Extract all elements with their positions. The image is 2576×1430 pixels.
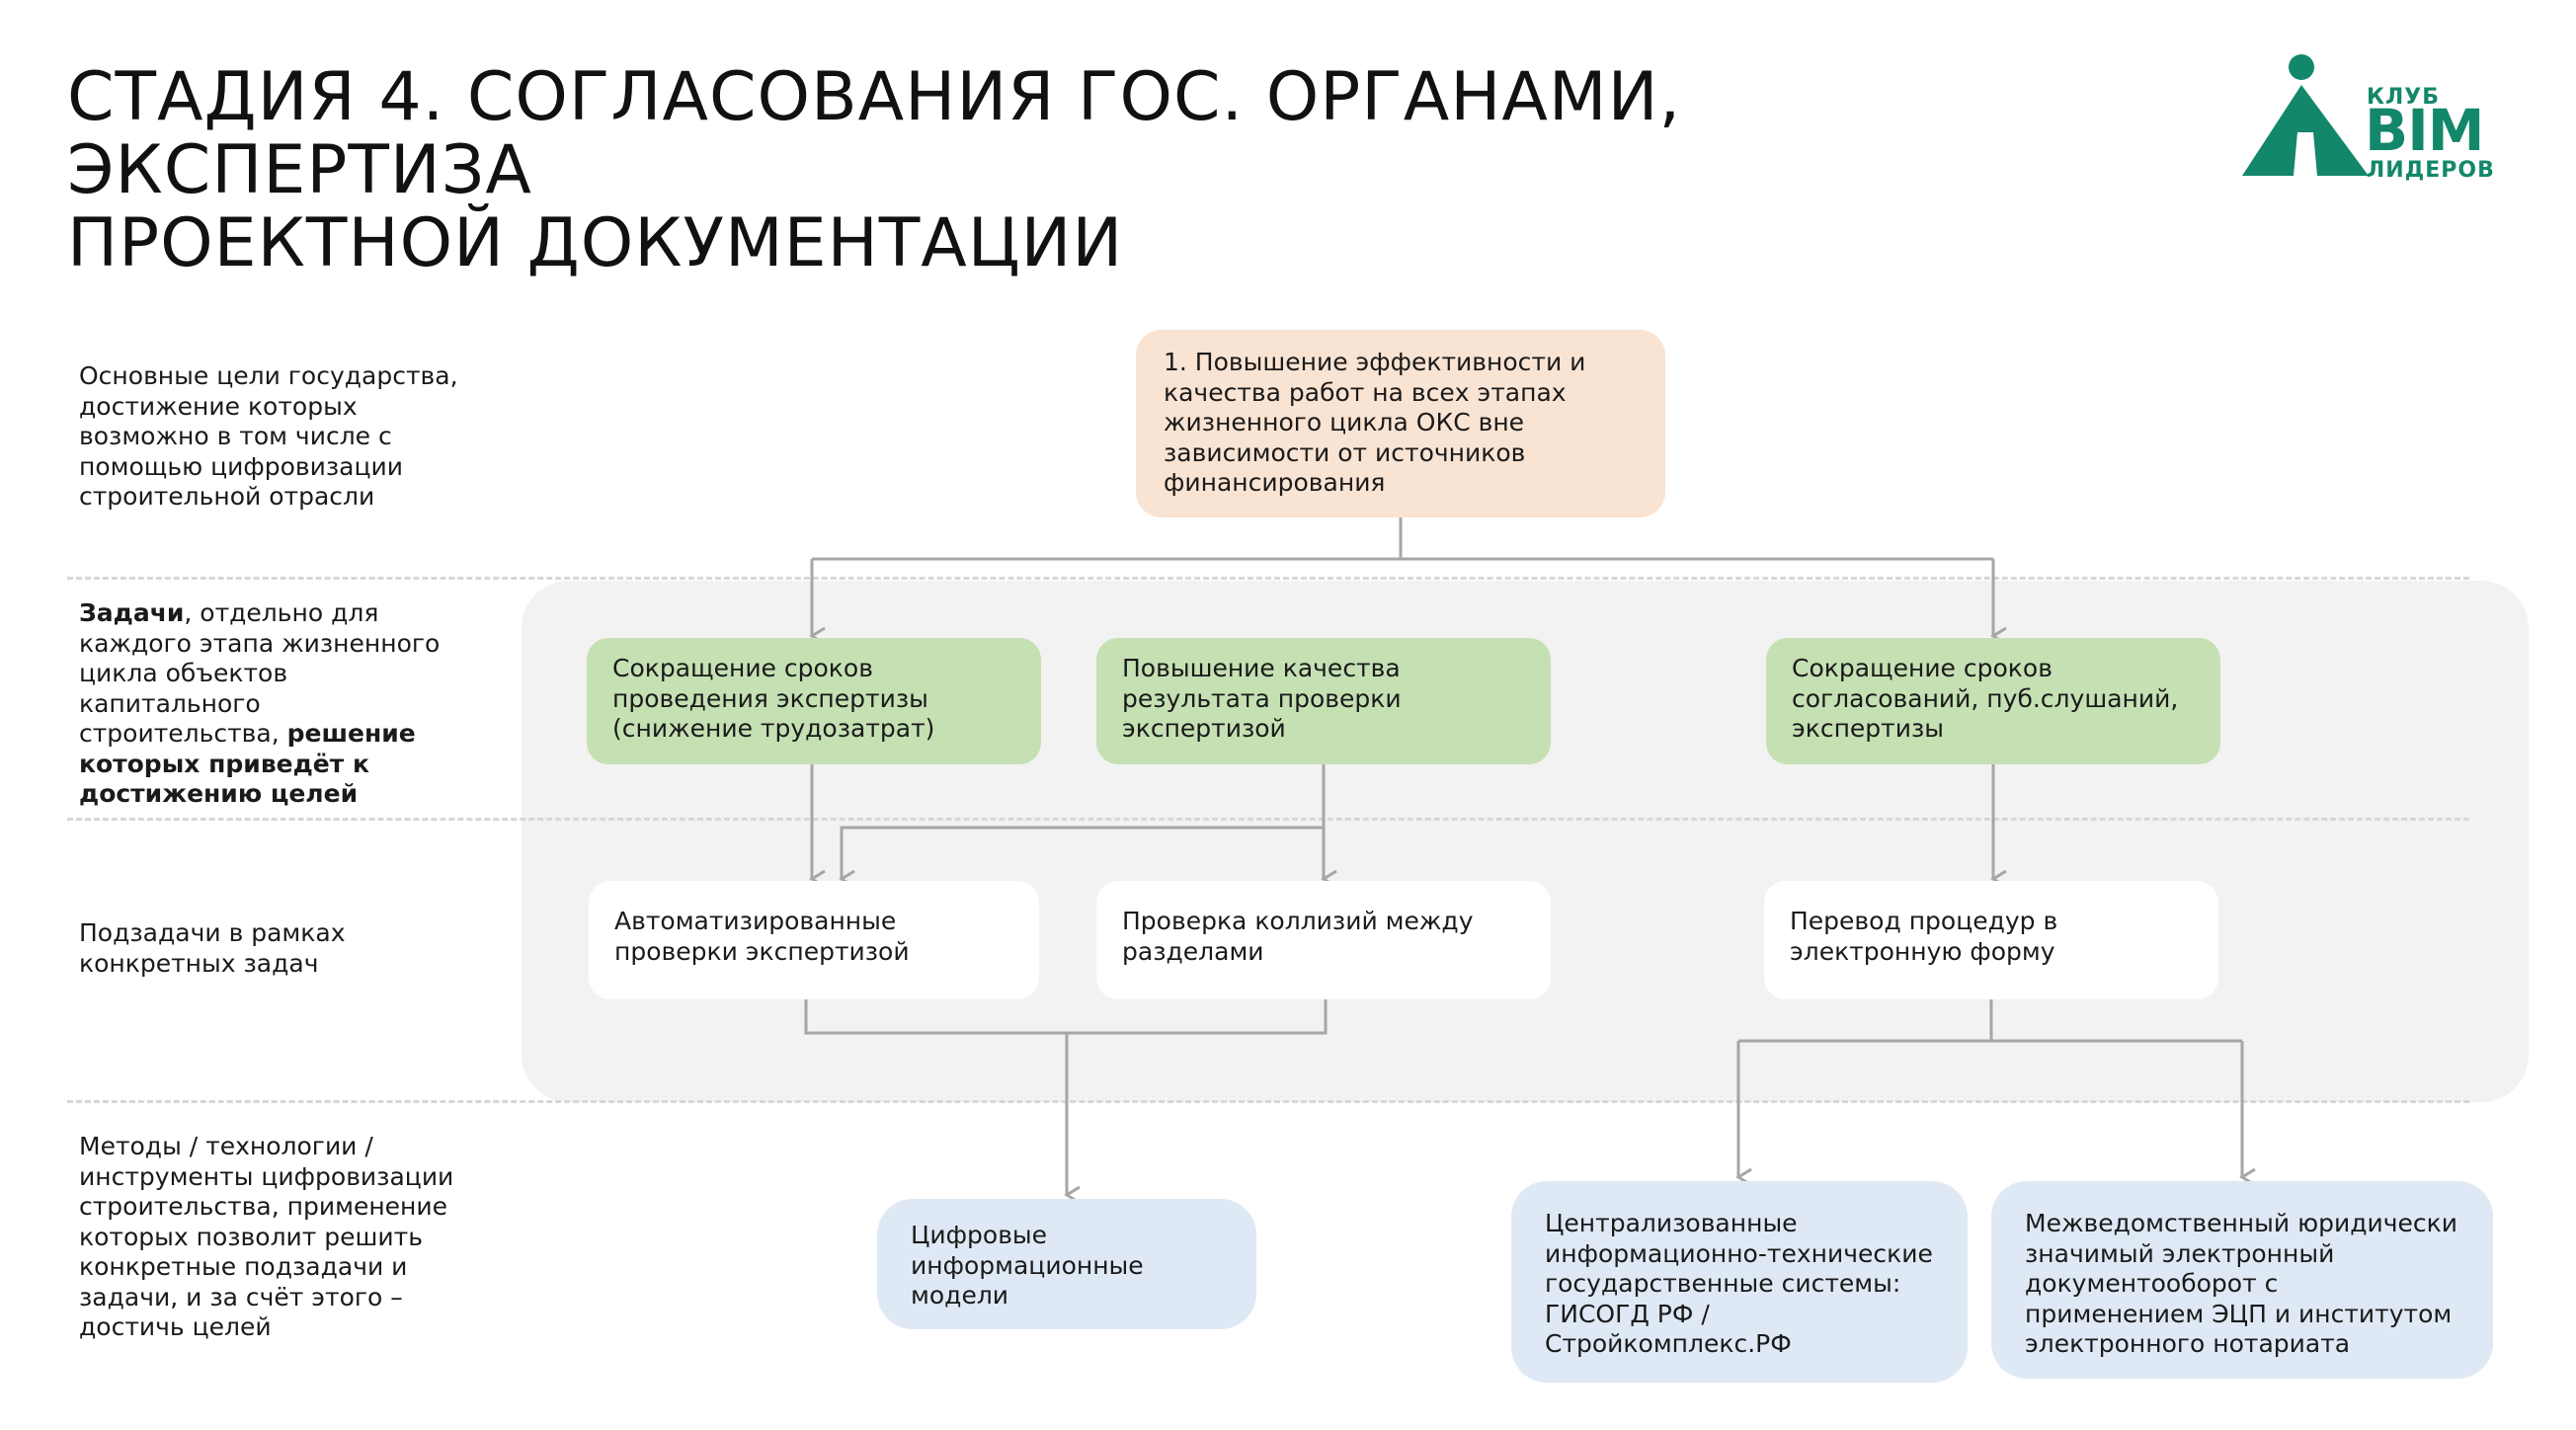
row-label-tasks-bold-2: решение которых приведёт к достижению це…: [79, 719, 416, 808]
logo-triangle-icon: [2242, 85, 2369, 176]
goal-box: 1. Повышение эффективности и качества ра…: [1136, 330, 1665, 517]
method-box-2: Централизованные информационно-техническ…: [1511, 1181, 1968, 1383]
row-label-methods: Методы / технологии / инструменты цифров…: [79, 1132, 454, 1341]
method-box-1: Цифровые информационные модели: [877, 1199, 1256, 1329]
logo-text-bottom: ЛИДЕРОВ: [2367, 158, 2495, 183]
row-divider-3: [67, 1100, 2469, 1103]
page-title-line-1: СТАДИЯ 4. СОГЛАСОВАНИЯ ГОС. ОРГАНАМИ, ЭК…: [67, 58, 1682, 209]
subtask-box-1: Автоматизированные проверки экспертизой: [589, 881, 1039, 999]
page-title: СТАДИЯ 4. СОГЛАСОВАНИЯ ГОС. ОРГАНАМИ, ЭК…: [67, 61, 2122, 280]
row-divider-1: [67, 577, 2469, 580]
logo-text-main: BIM: [2365, 97, 2485, 164]
logo-head-icon: [2289, 54, 2314, 80]
connector-subs-bracket: [804, 999, 1328, 1035]
row-label-tasks-bold-1: Задачи: [79, 598, 185, 627]
row-label-tasks-text: , отдельно для каждого этапа жизненного …: [79, 598, 441, 748]
row-label-tasks: Задачи, отдельно для каждого этапа жизне…: [79, 598, 464, 810]
row-label-goals: Основные цели государства, достижение ко…: [79, 361, 458, 511]
task-box-2: Повышение качества результата проверки э…: [1096, 638, 1551, 764]
connector-task-2-to-sub-1: [839, 826, 1324, 889]
row-label-subtasks: Подзадачи в рамках конкретных задач: [79, 918, 346, 978]
logo-text-top: КЛУБ: [2367, 85, 2440, 110]
logo-cut-icon: [2294, 132, 2317, 176]
subtask-box-3: Перевод процедур в электронную форму: [1764, 881, 2218, 999]
page-title-line-2: ПРОЕКТНОЙ ДОКУМЕНТАЦИИ: [67, 204, 1124, 282]
task-box-3: Сокращение сроков согласований, пуб.слуш…: [1766, 638, 2220, 764]
task-box-1: Сокращение сроков проведения экспертизы …: [587, 638, 1041, 764]
method-box-3: Межведомственный юридически значимый эле…: [1991, 1181, 2493, 1379]
row-divider-2: [67, 818, 2469, 821]
subtask-box-2: Проверка коллизий между разделами: [1096, 881, 1551, 999]
bim-club-logo: [2242, 54, 2369, 176]
